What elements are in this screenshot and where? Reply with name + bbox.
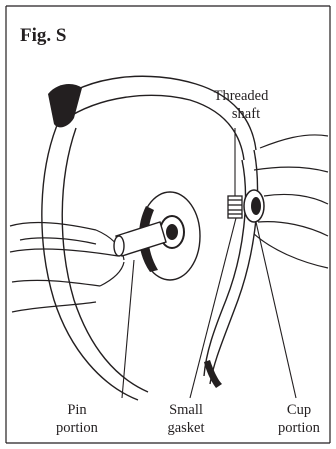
- label-cup-portion-line2: portion: [278, 420, 321, 436]
- label-cup-portion: Cup portion: [278, 402, 321, 436]
- label-threaded-shaft-line1: Threaded: [214, 88, 269, 104]
- threaded-shaft-part: [228, 196, 242, 218]
- label-small-gasket-line2: gasket: [167, 420, 204, 436]
- housing-rim: [204, 360, 222, 388]
- label-pin-portion-line1: Pin: [67, 402, 87, 418]
- label-cup-portion-line1: Cup: [287, 402, 311, 418]
- label-threaded-shaft-line2: shaft: [232, 106, 260, 122]
- grip-pad: [48, 84, 82, 127]
- right-hand: [254, 135, 328, 268]
- cup-portion-part: [244, 190, 264, 222]
- label-pin-portion: Pin portion: [56, 402, 99, 436]
- figure-title: Fig. S: [20, 25, 66, 46]
- label-small-gasket: Small gasket: [167, 402, 204, 436]
- label-pin-portion-line2: portion: [56, 420, 99, 436]
- label-small-gasket-line1: Small: [169, 402, 203, 418]
